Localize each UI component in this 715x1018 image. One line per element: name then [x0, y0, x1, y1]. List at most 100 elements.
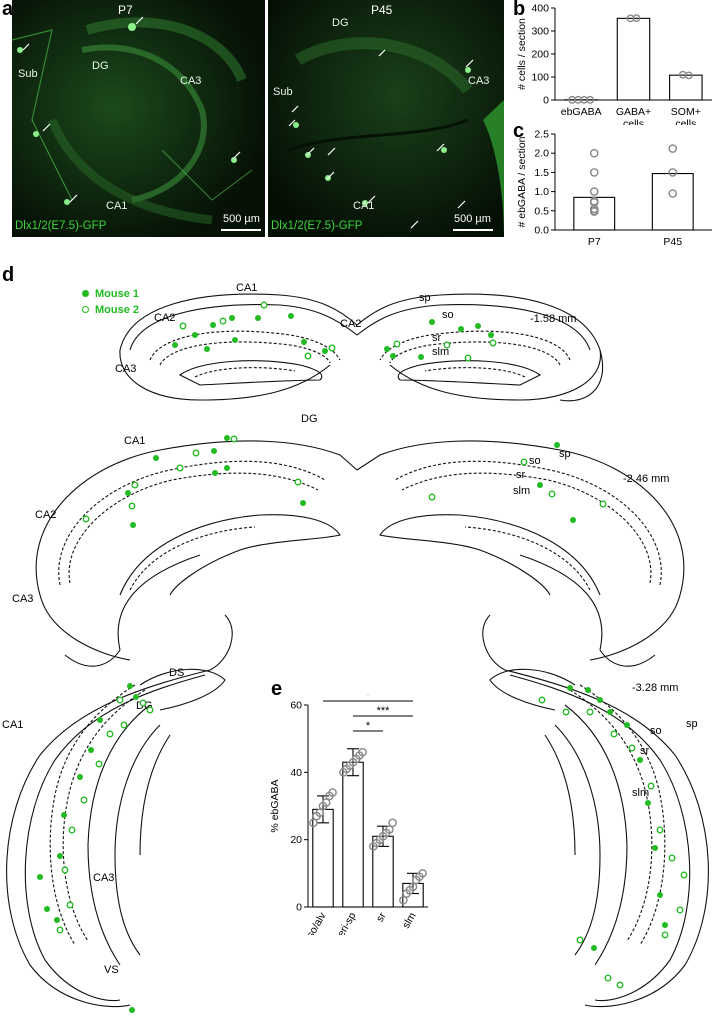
data-point: [321, 798, 331, 807]
y-tick-label: 100: [531, 72, 549, 84]
cell-mouse-2: [628, 744, 636, 752]
data-point: [388, 818, 397, 828]
hippocampus-schematics: [6, 293, 709, 1008]
label-sp-s2: sp: [559, 448, 571, 460]
cell-mouse-2: [106, 730, 114, 738]
panel-label-b: b: [513, 0, 526, 20]
cell-mouse-2: [538, 696, 546, 704]
data-point: [328, 788, 337, 797]
cell-mouse-2: [294, 478, 302, 486]
label-ca3-s1: CA3: [115, 363, 137, 375]
cell-mouse-1: [127, 683, 133, 689]
label-ca2-s1: CA2: [154, 312, 176, 324]
cell-mouse-1: [229, 315, 235, 321]
scalebar-p45: [453, 229, 493, 231]
label-ca2-s2: CA2: [35, 509, 57, 521]
cell-mouse-2: [304, 352, 312, 360]
significance-label: *: [366, 695, 371, 702]
legend-mouse-1: Mouse 1: [82, 288, 139, 300]
label-so-s1: so: [442, 309, 454, 321]
bar: [651, 173, 694, 231]
data-point: [668, 189, 678, 198]
cell-mouse-1: [429, 319, 435, 325]
y-tick-label: 400: [531, 3, 549, 15]
x-tick-label: GABA+: [616, 106, 651, 118]
y-tick-label: 0.5: [534, 205, 549, 217]
cell-mouse-1: [54, 917, 60, 923]
y-tick-label: 60: [290, 700, 302, 712]
data-point: [668, 168, 678, 177]
cell-mouse-1: [130, 522, 136, 528]
micrograph-p7-texture: [12, 0, 265, 237]
cell-mouse-1: [288, 313, 294, 319]
cell-mouse-1: [224, 465, 230, 471]
level-3: -3.28 mm: [632, 682, 679, 694]
label-ca2-s1-mid: CA2: [340, 318, 362, 330]
significance-label: *: [366, 720, 371, 732]
label-so-s2: so: [529, 455, 541, 467]
cell-mouse-1: [97, 717, 103, 723]
cell-mouse-2: [176, 464, 184, 472]
panel-label-a: a: [2, 0, 14, 20]
reporter-label: Dlx1/2(E7.5)-GFP: [15, 220, 107, 232]
cell-mouse-2: [562, 708, 570, 716]
y-tick-label: 2.0: [534, 148, 549, 160]
cell-mouse-2: [680, 871, 688, 879]
y-tick-label: 20: [290, 834, 302, 846]
cell-mouse-1: [652, 845, 658, 851]
section-3-outline: [6, 614, 709, 1008]
cell-mouse-2: [656, 826, 664, 834]
legend-mouse-2-label: Mouse 2: [95, 304, 140, 316]
data-point: [309, 818, 318, 828]
data-point: [399, 895, 408, 905]
legend-filled-dot-icon: [82, 290, 89, 297]
cell-mouse-2: [599, 500, 607, 508]
data-point: [684, 71, 693, 80]
label-ca1-s1: CA1: [236, 282, 258, 294]
cell-mouse-1: [322, 348, 328, 354]
cell-mouse-2: [80, 796, 88, 804]
cell-mouse-2: [676, 906, 684, 914]
region-ca3: CA3: [180, 75, 202, 87]
cell-mouse-2: [328, 344, 336, 352]
y-axis-label: # ebGABA / section: [516, 136, 528, 227]
cell-mouse-2: [95, 760, 103, 768]
label-slm-s2: slm: [513, 485, 531, 497]
cell-mouse-1: [204, 346, 210, 352]
panel-label-c: c: [513, 120, 525, 142]
label-sp-s1: sp: [419, 292, 431, 304]
micrograph-p7: P7 Sub DG CA3 CA1 Dlx1/2(E7.5)-GFP 500 µ…: [12, 0, 265, 237]
micrograph-p45: P45 DG Sub CA3 CA1 Dlx1/2(E7.5)-GFP 500 …: [268, 0, 504, 237]
cell-mouse-1: [570, 517, 576, 523]
cell-mouse-2: [548, 490, 556, 498]
cell-mouse-2: [116, 696, 124, 704]
cell-mouse-2: [443, 341, 451, 349]
data-point: [315, 808, 325, 818]
cell-mouse-1: [172, 342, 178, 348]
y-tick-label: 1.0: [534, 186, 549, 198]
cell-mouse-1: [418, 354, 424, 360]
label-ca1-s3: CA1: [2, 719, 24, 731]
cell-mouse-1: [597, 697, 603, 703]
region-sub-p45: Sub: [273, 86, 293, 98]
label-sp-s3: sp: [686, 718, 698, 730]
legend-mouse-1-label: Mouse 1: [95, 288, 140, 300]
cell-mouse-2: [576, 936, 584, 944]
cell-mouse-2: [604, 974, 612, 982]
cell-mouse-1: [488, 332, 494, 338]
cell-mouse-2: [230, 435, 238, 443]
label-sr-s1: sr: [432, 332, 442, 344]
level-2: -2.46 mm: [623, 473, 670, 485]
data-point: [589, 148, 599, 158]
cell-mouse-1: [61, 812, 67, 818]
cell-mouse-1: [77, 774, 83, 780]
scalebar: [221, 229, 261, 231]
cell-mouse-1: [554, 442, 560, 448]
cell-mouse-1: [458, 326, 464, 332]
cell-mouse-1: [537, 482, 543, 488]
cell-mouse-1: [591, 945, 597, 951]
data-point: [589, 207, 599, 216]
label-ca3-s3: CA3: [93, 872, 115, 884]
x-tick-label: cells: [623, 118, 644, 125]
